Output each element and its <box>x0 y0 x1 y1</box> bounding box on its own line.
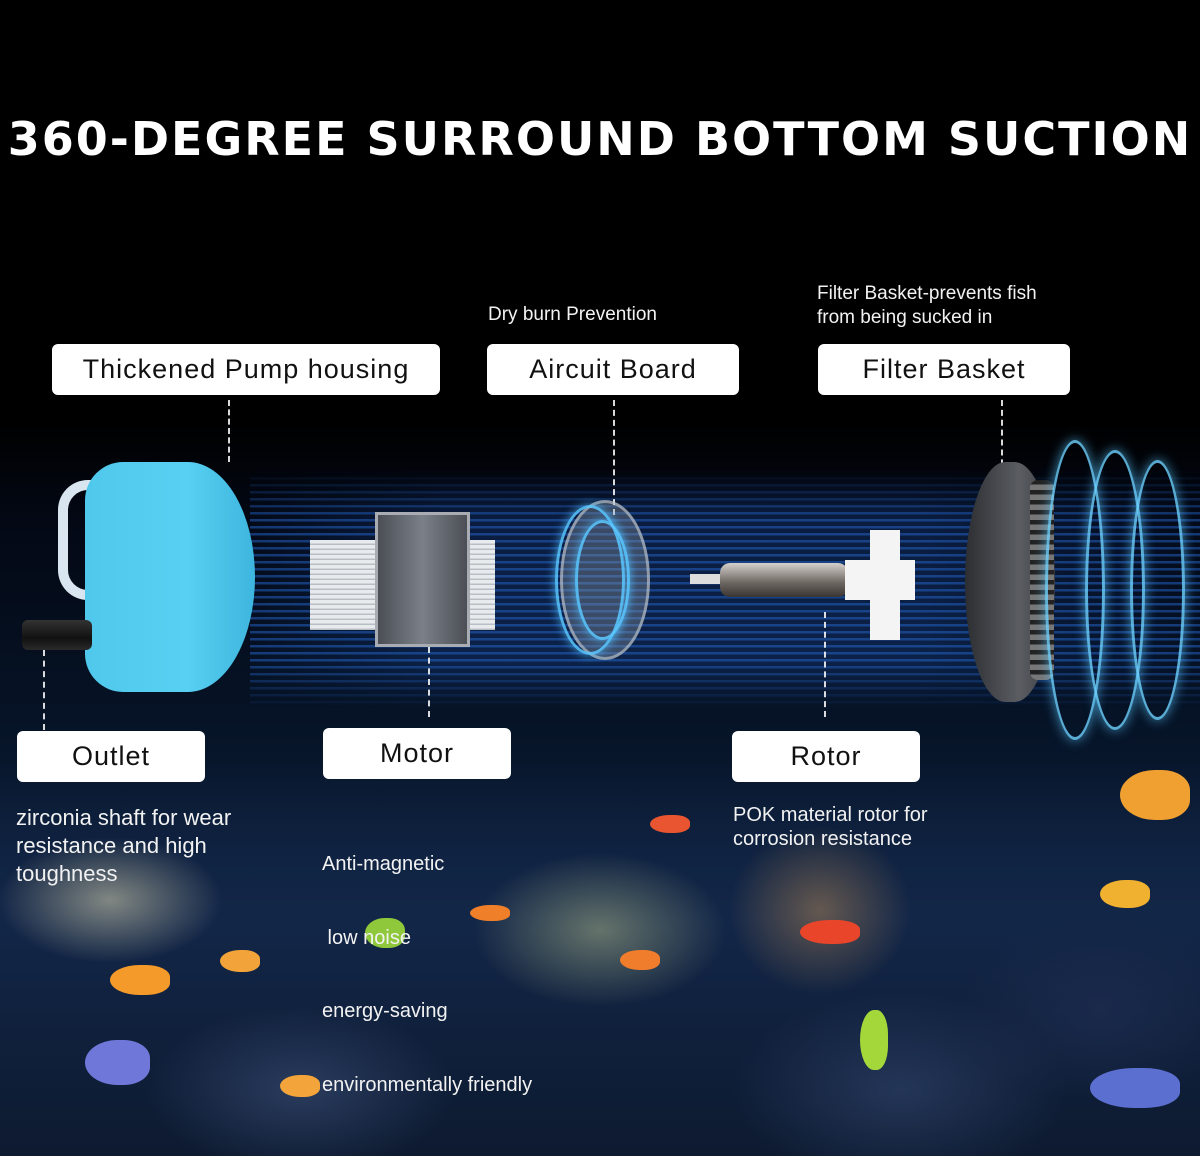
housing-label: Thickened Pump housing <box>52 344 440 395</box>
fish-icon <box>220 950 260 972</box>
fish-icon <box>620 950 660 970</box>
rotor-caption: POK material rotor for corrosion resista… <box>733 803 928 851</box>
label-text: Rotor <box>790 741 862 771</box>
caption-line: corrosion resistance <box>733 828 912 850</box>
caption-line: Filter Basket-prevents fish <box>817 283 1037 304</box>
caption-line: Anti-magnetic <box>322 853 445 875</box>
caption-line: from being sucked in <box>817 307 993 328</box>
label-text: Filter Basket <box>862 354 1026 384</box>
filter-basket-label: Filter Basket <box>818 344 1070 395</box>
circuit-board-caption: Dry burn Prevention <box>488 303 657 327</box>
fish-icon <box>365 918 405 948</box>
label-text: Outlet <box>71 741 151 771</box>
fish-icon <box>860 1010 888 1070</box>
motor-connector-line <box>428 647 430 717</box>
housing-connector-line <box>228 400 230 462</box>
coral-reef-background <box>0 760 1200 1156</box>
filter-basket-connector-line <box>1001 400 1003 495</box>
impeller-image <box>870 530 900 640</box>
fish-icon <box>1120 770 1190 820</box>
fish-icon <box>280 1075 320 1097</box>
rotor-label: Rotor <box>732 731 920 782</box>
pump-housing-image <box>85 462 255 692</box>
fish-icon <box>1090 1068 1180 1108</box>
motor-label: Motor <box>323 728 511 779</box>
caption-text: Dry burn Prevention <box>488 304 657 325</box>
circuit-board-connector-line <box>613 400 615 515</box>
rotor-connector-line <box>824 612 826 717</box>
fish-icon <box>800 920 860 944</box>
label-text: Thickened Pump housing <box>82 354 410 384</box>
glow-ring <box>575 520 630 640</box>
fish-icon <box>650 815 690 833</box>
motor-caption: Anti-magnetic low noise energy-saving en… <box>322 803 532 1146</box>
caption-line: POK material rotor for <box>733 804 928 826</box>
fish-icon <box>470 905 510 921</box>
outlet-label: Outlet <box>17 731 205 782</box>
caption-line: energy-saving <box>322 1000 448 1022</box>
outlet-connector-line <box>43 650 45 730</box>
outlet-caption: zirconia shaft for wear resistance and h… <box>16 804 231 888</box>
rotor-image <box>720 563 848 597</box>
label-text: Motor <box>379 738 455 768</box>
outlet-tube-image <box>22 620 92 650</box>
suction-wave <box>1130 460 1185 720</box>
label-text: Aircuit Board <box>529 354 697 384</box>
circuit-board-label: Aircuit Board <box>487 344 739 395</box>
motor-image <box>375 512 470 647</box>
fish-icon <box>1100 880 1150 908</box>
caption-line: toughness <box>16 861 118 886</box>
caption-line: resistance and high <box>16 833 207 858</box>
fish-icon <box>85 1040 150 1085</box>
fish-icon <box>110 965 170 995</box>
caption-line: environmentally friendly <box>322 1073 533 1096</box>
page-title: 360-DEGREE SURROUND BOTTOM SUCTION <box>7 112 1193 166</box>
filter-basket-caption: Filter Basket-prevents fish from being s… <box>817 282 1037 330</box>
caption-line: low noise <box>322 926 411 949</box>
caption-line: zirconia shaft for wear <box>16 805 232 830</box>
